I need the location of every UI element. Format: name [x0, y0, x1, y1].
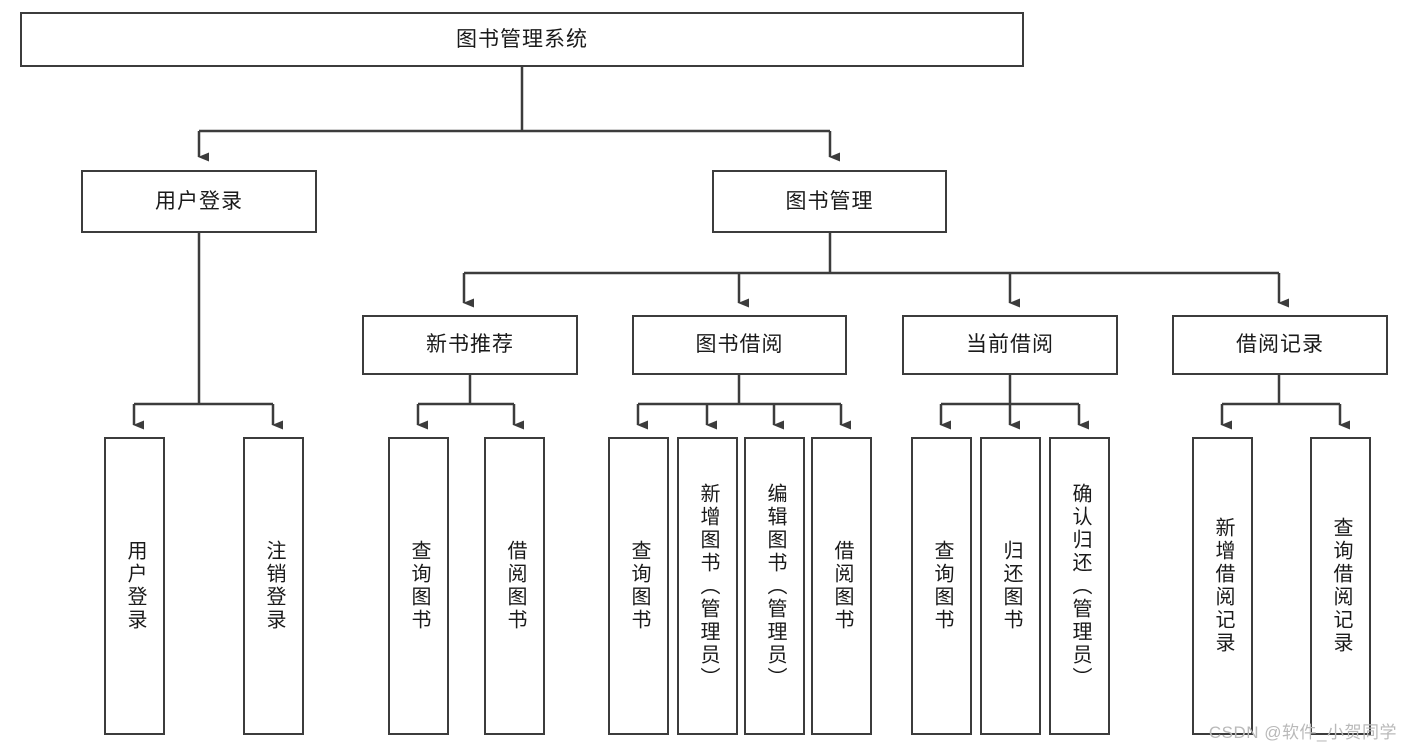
leaf-borrow-record-query-record[interactable]: 查询借阅记录	[1310, 437, 1371, 735]
leaf-current-borrow-confirm-return-admin[interactable]: 确认归还（管理员）	[1049, 437, 1110, 735]
leaf-new-book-query-book[interactable]: 查询图书	[388, 437, 449, 735]
leaf-book-borrow-edit-book-admin[interactable]: 编辑图书（管理员）	[744, 437, 805, 735]
node-label: 用户登录	[155, 189, 243, 213]
node-current-borrow[interactable]: 当前借阅	[902, 315, 1118, 375]
node-root-book-management-system[interactable]: 图书管理系统	[20, 12, 1024, 67]
node-new-book-recommend[interactable]: 新书推荐	[362, 315, 578, 375]
leaf-book-borrow-borrow-book[interactable]: 借阅图书	[811, 437, 872, 735]
node-label: 借阅记录	[1236, 333, 1324, 357]
node-label: 用户登录	[124, 540, 146, 632]
node-borrow-record[interactable]: 借阅记录	[1172, 315, 1388, 375]
node-label: 新书推荐	[426, 333, 514, 357]
node-label: 编辑图书（管理员）	[764, 482, 786, 690]
node-label: 借阅图书	[831, 540, 853, 632]
node-label: 查询图书	[408, 540, 430, 632]
node-label: 借阅图书	[504, 540, 526, 632]
node-label: 新增图书（管理员）	[697, 482, 719, 690]
node-book-borrow[interactable]: 图书借阅	[632, 315, 847, 375]
node-label: 查询图书	[931, 540, 953, 632]
leaf-user-login-login[interactable]: 用户登录	[104, 437, 165, 735]
node-label: 查询图书	[628, 540, 650, 632]
node-user-login[interactable]: 用户登录	[81, 170, 317, 233]
node-label: 当前借阅	[966, 333, 1054, 357]
leaf-borrow-record-add-record[interactable]: 新增借阅记录	[1192, 437, 1253, 735]
watermark: CSDN @软件_小贺同学	[1208, 723, 1397, 742]
node-book-management[interactable]: 图书管理	[712, 170, 947, 233]
leaf-book-borrow-add-book-admin[interactable]: 新增图书（管理员）	[677, 437, 738, 735]
leaf-current-borrow-return-book[interactable]: 归还图书	[980, 437, 1041, 735]
node-label: 查询借阅记录	[1330, 517, 1352, 655]
node-label: 归还图书	[1000, 540, 1022, 632]
leaf-book-borrow-query-book[interactable]: 查询图书	[608, 437, 669, 735]
leaf-new-book-borrow-book[interactable]: 借阅图书	[484, 437, 545, 735]
leaf-user-login-logout[interactable]: 注销登录	[243, 437, 304, 735]
leaf-current-borrow-query-book[interactable]: 查询图书	[911, 437, 972, 735]
node-label: 新增借阅记录	[1212, 517, 1234, 655]
node-label: 图书管理	[785, 189, 874, 213]
node-label: 确认归还（管理员）	[1069, 482, 1091, 690]
node-label: 图书管理系统	[456, 27, 588, 51]
node-label: 注销登录	[263, 540, 285, 632]
node-label: 图书借阅	[695, 333, 784, 357]
